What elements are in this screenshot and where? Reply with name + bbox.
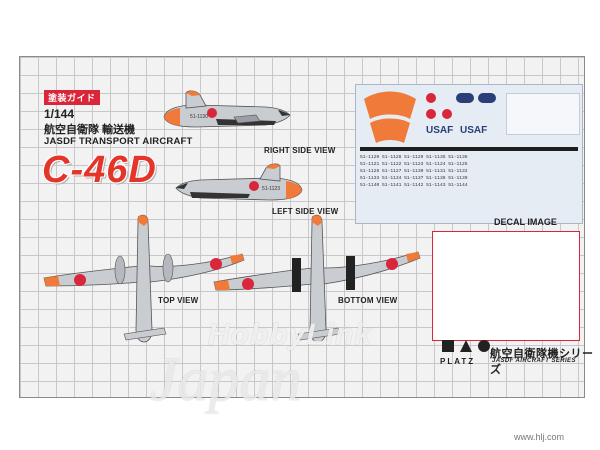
model-name: C-46D xyxy=(42,149,157,191)
decal-usaf-roundel xyxy=(478,93,496,103)
series-title-en: JASDF AIRCRAFT SERIES xyxy=(492,358,576,364)
aircraft-type-en: JASDF TRANSPORT AIRCRAFT xyxy=(44,136,193,147)
decal-serial-row: 51-1133 51-1134 51-1137 51-1138 51-1139 xyxy=(360,176,468,181)
decal-usaf-roundel xyxy=(456,93,474,103)
aircraft-type-jp: 航空自衛隊 輸送機 xyxy=(44,124,136,136)
top-view-label: TOP VIEW xyxy=(158,296,199,305)
decal-sheet-panel: USAF USAF 51-1120 51-1128 51-1129 51-113… xyxy=(355,84,583,224)
painting-guide-badge: 塗装ガイド xyxy=(44,90,100,105)
right-side-serial: 51-1130 xyxy=(190,114,208,120)
bottom-view-aircraft xyxy=(213,214,421,343)
decal-hinomaru xyxy=(426,93,436,103)
decal-serial-row: 51-1140 51-1141 51-1142 51-1143 51-1144 xyxy=(360,183,468,188)
decal-serial-grid: 51-1120 51-1128 51-1129 51-1135 51-1136 … xyxy=(360,154,578,189)
watermark-line1: HobbyLink xyxy=(208,318,372,351)
decal-image-label: DECAL IMAGE xyxy=(494,217,557,227)
decal-usaf-text: USAF xyxy=(460,125,488,136)
series-title-jp: 航空自衛隊機シリーズ xyxy=(490,348,594,376)
decal-hinomaru xyxy=(442,109,452,119)
decal-instruction-block xyxy=(506,93,580,135)
decal-serial-row: 51-1126 51-1127 51-1130 51-1131 51-1132 xyxy=(360,169,468,174)
decal-usaf-text: USAF xyxy=(426,125,454,136)
scale-label: 1/144 xyxy=(44,107,75,121)
watermark-line2: Japan xyxy=(150,346,302,414)
right-side-view-aircraft: 51-1130 xyxy=(163,90,291,128)
left-side-view-label: LEFT SIDE VIEW xyxy=(272,207,339,216)
box-art-sheet: 塗装ガイド 1/144 航空自衛隊 輸送機 JASDF TRANSPORT AI… xyxy=(19,56,585,398)
decal-walkway-stripe xyxy=(360,147,578,151)
brand-name: PLATZ xyxy=(440,357,476,366)
decal-nose-marking xyxy=(364,91,416,143)
watermark-url: www.hlj.com xyxy=(514,432,565,442)
left-side-view-aircraft: 51-1123 xyxy=(175,163,303,201)
decal-serial-row: 51-1121 51-1122 51-1123 51-1124 51-1125 xyxy=(360,162,468,167)
decal-image-box xyxy=(432,231,580,341)
platz-logo-icon xyxy=(442,340,490,352)
left-side-serial: 51-1123 xyxy=(262,186,280,192)
decal-serial-row: 51-1120 51-1128 51-1129 51-1135 51-1136 xyxy=(360,155,468,160)
top-view-aircraft xyxy=(43,214,245,343)
decal-hinomaru xyxy=(426,109,436,119)
bottom-view-label: BOTTOM VIEW xyxy=(338,296,398,305)
right-side-view-label: RIGHT SIDE VIEW xyxy=(264,146,336,155)
